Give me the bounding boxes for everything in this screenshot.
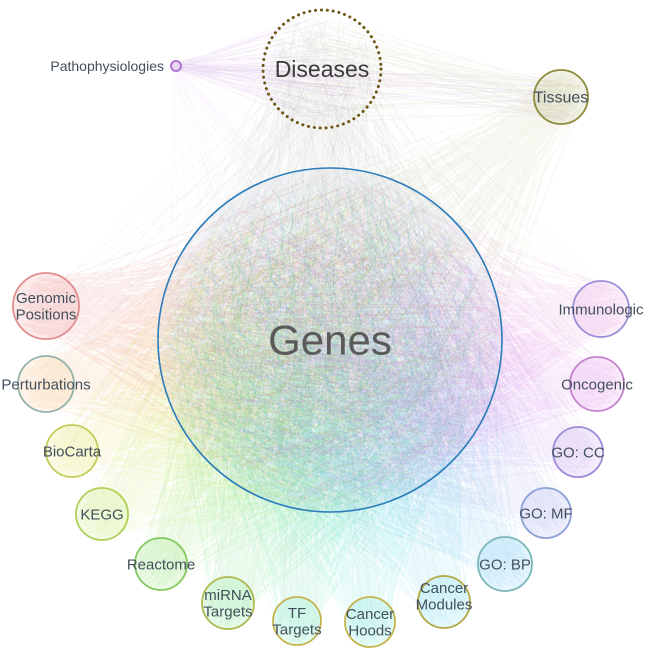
node-circle-oncogenic[interactable] [569,356,625,412]
node-perturbations[interactable] [17,355,75,413]
node-circle-go_mf[interactable] [520,487,572,539]
node-label-tissues: Tissues [534,90,589,107]
edge-bundle-pathophysiologies-tissues [172,63,573,120]
edge-bundle-tissues-genes [176,72,583,501]
node-circle-kegg[interactable] [75,487,129,541]
edge-bundle-mirna_targets-genes [172,183,491,627]
node-oncogenic[interactable] [569,356,625,412]
node-circle-go_cc[interactable] [552,426,604,478]
node-circle-immunologic[interactable] [572,280,630,338]
node-genomic_positions[interactable] [12,272,80,340]
node-tissues[interactable] [533,69,589,125]
edge-bundle-diseases-pathophysiologies [172,30,346,113]
edge-bundle-diseases-mirna_targets [209,30,362,622]
node-circle-reactome[interactable] [134,537,188,591]
edge-bundle-diseases-tf_targets [274,37,367,637]
edge-bundle-diseases-tissues [269,17,582,115]
edge-bundle-diseases-cancer_modules [287,41,470,610]
edge-bundle-diseases-cancer_hoods [273,32,386,643]
edge-bundle-cancer_modules-genes [164,180,481,625]
edge-layer [16,12,626,645]
node-circle-perturbations[interactable] [17,355,75,413]
node-label-kegg: KEGG [80,506,123,523]
edge-bundle-tf_targets-genes [173,176,482,643]
edge-bundle-diseases-genes [167,16,496,498]
edge-bundle-diseases-go_cc [288,20,600,469]
node-label-genes: Genes [268,317,392,364]
node-circle-tissues[interactable] [533,69,589,125]
node-label-go_bp: GO: BP [479,556,531,573]
node-go_bp[interactable] [477,536,533,592]
node-genes[interactable] [157,167,503,513]
node-layer [12,8,630,648]
node-circle-genes[interactable] [157,167,503,513]
node-label-reactome: Reactome [127,556,195,573]
node-kegg[interactable] [75,487,129,541]
node-circle-pathophysiologies[interactable] [170,60,182,72]
edge-bundle-diseases-biocarta [50,50,370,460]
edge-bundle-diseases-go_mf [277,42,564,527]
node-tf_targets[interactable] [272,596,322,646]
edge-bundle-oncogenic-genes [168,178,622,507]
label-layer: Genes Diseases PathophysiologiesTissuesGen… [1,56,644,639]
node-label-immunologic: Immunologic [558,301,644,318]
node-label-perturbations: Perturbations [1,376,90,393]
node-mirna_targets[interactable] [201,576,255,630]
node-biocarta[interactable] [45,424,99,478]
edge-bundle-go_bp-genes [169,177,530,588]
node-reactome[interactable] [134,537,188,591]
edge-bundle-diseases-reactome [138,16,364,584]
edge-bundle-immunologic-genes [165,175,626,492]
edge-bundle-biocarta-genes [48,176,496,503]
node-circle-tf_targets[interactable] [272,596,322,646]
edge-bundle-diseases-go_bp [278,29,522,586]
node-pathophysiologies[interactable] [170,60,182,72]
edge-bundle-cancer_hoods-genes [163,181,486,645]
edge-bundle-perturbations-genes [20,181,484,503]
edge-bundle-genomic_positions-genes [16,175,489,505]
node-go_mf[interactable] [520,487,572,539]
node-label-go_cc: GO: CC [551,444,605,461]
node-label-oncogenic: Oncogenic [561,376,633,393]
node-circle-diseases[interactable] [261,8,383,130]
edge-bundle-pathophysiologies-genes [169,62,487,459]
node-circle-mirna_targets[interactable] [201,576,255,630]
node-circle-biocarta[interactable] [45,424,99,478]
edge-bundle-go_mf-genes [164,176,569,536]
edge-bundle-reactome-genes [137,182,494,588]
edge-bundle-tissues-diseases [266,16,582,123]
edge-bundle-diseases-immunologic [277,34,624,334]
node-cancer_modules[interactable] [417,575,471,629]
node-immunologic[interactable] [572,280,630,338]
node-label-pathophysiologies: Pathophysiologies [50,58,164,74]
node-circle-go_bp[interactable] [477,536,533,592]
node-label-diseases: Diseases [275,56,370,82]
node-circle-cancer_hoods[interactable] [344,596,396,648]
node-go_cc[interactable] [552,426,604,478]
node-circle-genomic_positions[interactable] [12,272,80,340]
node-cancer_hoods[interactable] [344,596,396,648]
node-diseases[interactable] [261,8,383,130]
node-label-biocarta: BioCarta [43,443,102,460]
edge-bundle-diseases-genomic_positions [29,28,355,327]
node-circle-cancer_modules[interactable] [417,575,471,629]
edge-bundle-diseases-kegg [79,37,373,537]
node-label-go_mf: GO: MF [519,505,572,522]
edge-bundle-kegg-genes [78,175,497,538]
